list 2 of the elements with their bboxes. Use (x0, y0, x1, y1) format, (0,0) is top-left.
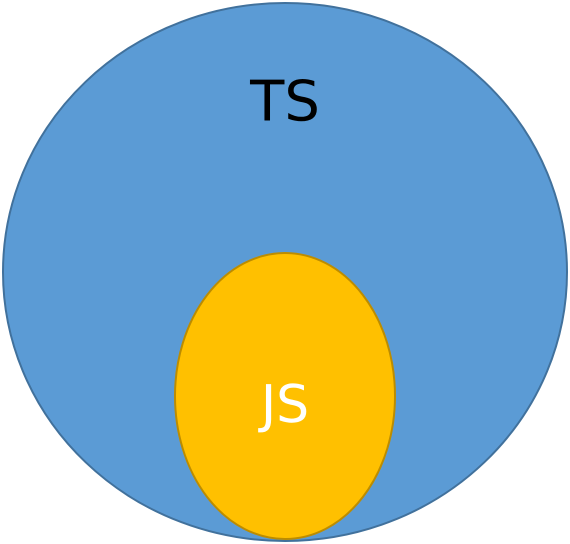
set-label: TS (250, 69, 320, 134)
set-label: JS (260, 374, 310, 435)
